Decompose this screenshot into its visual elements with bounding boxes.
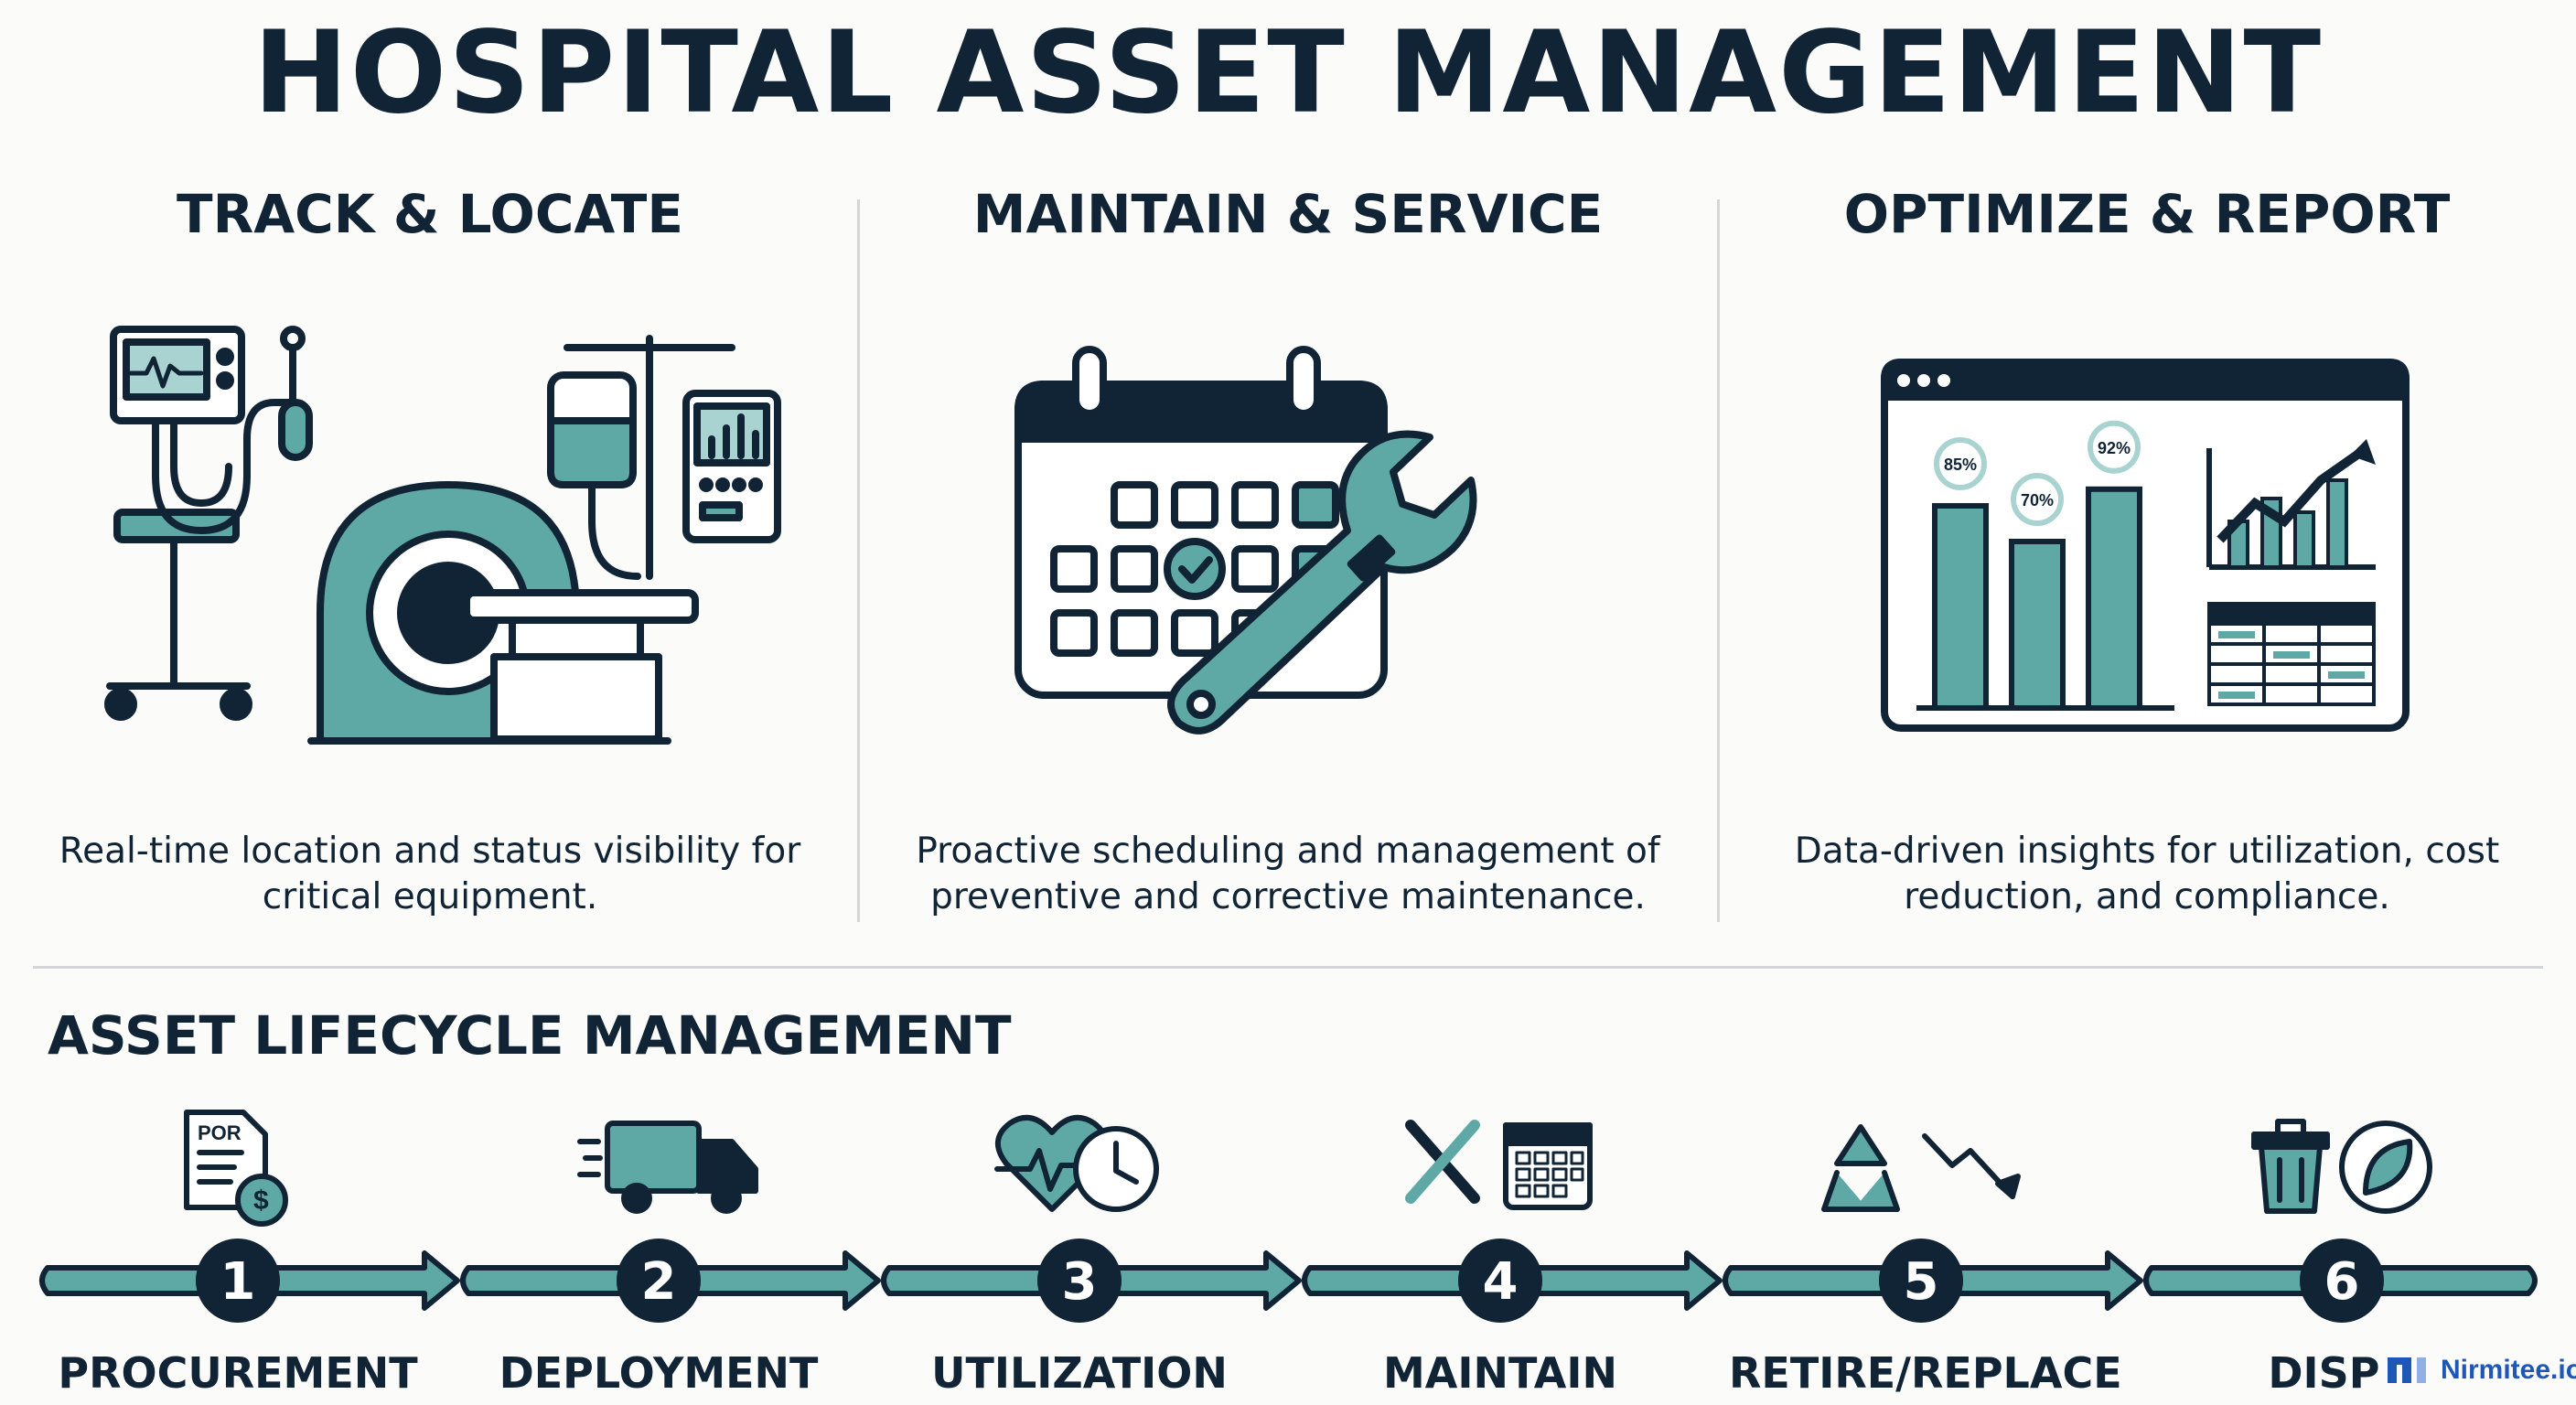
page-title: HOSPITAL ASSET MANAGEMENT [252,7,2324,139]
heartbeat-clock-icon [994,1114,1159,1212]
step-number-badge [1879,1239,1963,1323]
divider [1717,199,1720,922]
lifecycle-timeline: POR $ [39,1110,2538,1323]
section-heading: OPTIMIZE & REPORT [1843,183,2451,245]
section-optimize-report: OPTIMIZE & REPORT 85% 70% 92% Data-driven … [1735,183,2559,917]
dashboard-bar [1932,503,1989,711]
step-label: UTILIZATION [931,1348,1228,1398]
step-number-badge [617,1239,701,1323]
divider [33,966,2543,969]
divider [857,199,860,922]
purchase-order-icon: POR $ [184,1110,288,1227]
tools-calendar-icon [1405,1120,1593,1210]
recycle-decline-icon [1821,1124,2021,1212]
dashboard-gauge [1934,437,1987,490]
dashboard-gauge [2088,420,2141,474]
step-label: RETIRE/REPLACE [1729,1348,2122,1398]
brand-watermark: Nirmitee.io [2378,1352,2576,1389]
gauge-label: 85% [1944,456,1977,474]
dashboard-bar [2009,539,2066,711]
gauge-label: 70% [2021,491,2054,509]
step-number: 4 [1483,1252,1519,1312]
section-heading: MAINTAIN & SERVICE [972,183,1604,245]
purchase-order-label: POR [198,1121,242,1144]
gauge-label: 92% [2098,439,2131,457]
step-number: 6 [2324,1252,2360,1312]
dashboard-gauge [2011,473,2064,526]
section-maintain-service: MAINTAIN & SERVICE Proactive scheduling … [876,183,1700,917]
section-description: Data-driven insights for utilization, co… [1794,831,2500,917]
step-label: PROCUREMENT [58,1348,418,1398]
step-label: MAINTAIN [1382,1348,1617,1398]
step-label: DEPLOYMENT [499,1348,819,1398]
dashboard-bar [2086,486,2142,711]
calendar-wrench-icon [1014,346,1477,735]
section-track-locate: TRACK & LOCATE [18,183,842,917]
nirmitee-logo-icon [2388,1357,2426,1383]
step-number: 5 [1904,1252,1939,1312]
brand-name: Nirmitee.io [2441,1355,2576,1385]
section-description: Real-time location and status visibility… [59,831,801,917]
step-number: 3 [1062,1252,1098,1312]
lifecycle-title: ASSET LIFECYCLE MANAGEMENT [48,1004,1012,1067]
step-number-badge [196,1239,280,1323]
medical-equipment-icon [104,326,781,745]
step-number-badge [1458,1239,1542,1323]
step-number-badge [1037,1239,1122,1323]
step-number: 2 [641,1252,677,1312]
step-number-badge [2300,1239,2384,1323]
trash-leaf-icon [2251,1119,2432,1214]
section-heading: TRACK & LOCATE [177,183,683,245]
svg-text:$: $ [253,1185,269,1216]
delivery-truck-icon [577,1121,758,1214]
section-description: Proactive scheduling and management of p… [916,831,1660,917]
step-number: 1 [220,1252,256,1312]
dashboard-report-icon: 85% 70% 92% [1881,359,2410,732]
